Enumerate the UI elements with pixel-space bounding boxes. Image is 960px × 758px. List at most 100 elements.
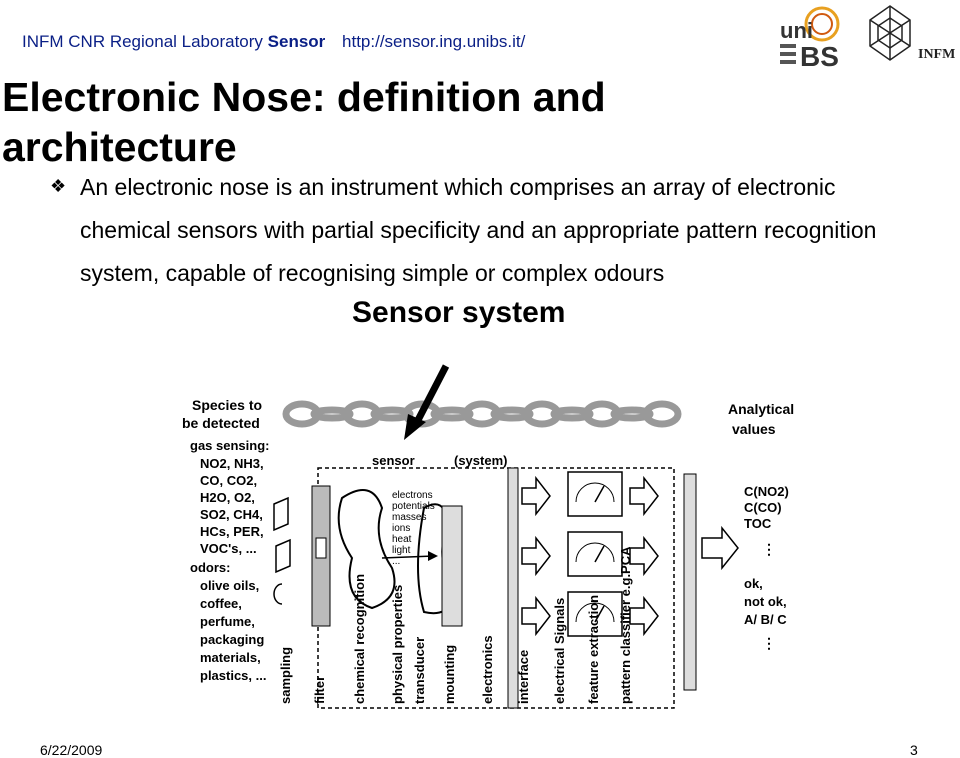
output-list: C(NO2)C(CO)TOC — [744, 484, 789, 531]
chain-link — [610, 406, 654, 422]
header-url[interactable]: http://sensor.ing.unibs.it/ — [342, 32, 526, 51]
output-item: C(CO) — [744, 500, 782, 515]
pointer-arrow — [404, 364, 450, 440]
classifier-bar — [683, 473, 697, 691]
chain-links — [282, 400, 682, 428]
bullet-diamond-icon: ❖ — [50, 176, 67, 196]
architecture-diagram: Species to be detected gas sensing: NO2,… — [182, 364, 794, 709]
sensor-label: sensor — [372, 453, 415, 468]
stage-label: physical properties — [390, 585, 405, 704]
stage-label: mounting — [442, 645, 457, 704]
header-lab-text: INFM CNR Regional Laboratory — [22, 32, 268, 51]
signal-arrow-icon — [629, 535, 659, 577]
chain-link — [490, 406, 534, 422]
meter-box — [567, 531, 623, 577]
dial-needle — [594, 545, 605, 563]
analytical-title-1: Analytical — [728, 401, 794, 417]
signal-item: potentials — [392, 501, 435, 512]
gas-item: H2O, O2, — [200, 490, 255, 505]
meter-box — [567, 471, 623, 517]
chain-link — [370, 406, 414, 422]
stage-label: sampling — [278, 647, 293, 704]
header-lab-strong: Sensor — [267, 32, 326, 51]
signal-item: light — [392, 545, 411, 556]
footer-date: 6/22/2009 — [40, 742, 103, 758]
dial-icon — [575, 482, 615, 503]
output-item: TOC — [744, 516, 772, 531]
stage-label: pattern classifier e.g.PCA — [618, 546, 633, 704]
dial-icon — [575, 542, 615, 563]
odor-item: plastics, ... — [200, 668, 266, 683]
output-list-2: ok, not ok, A/ B/ C — [744, 576, 787, 627]
odor-item: perfume, — [200, 614, 255, 629]
output-ellipsis-2: ⋮ — [762, 635, 776, 651]
chain-link — [550, 406, 594, 422]
gas-item: CO, CO2, — [200, 473, 257, 488]
odor-item: olive oils, — [200, 578, 259, 593]
slide-title: Electronic Nose: definition and architec… — [2, 74, 606, 170]
header-lab: INFM CNR Regional Laboratory Sensor http… — [22, 32, 525, 52]
unibs-logo-text-uni: uni — [780, 18, 813, 43]
gas-item: HCs, PER, — [200, 524, 264, 539]
signal-arrow-icon — [521, 535, 551, 577]
analytical-title-2: values — [732, 421, 776, 437]
signal-list: electronspotentialsmassesionsheatlight..… — [392, 490, 435, 567]
bullet-text: An electronic nose is an instrument whic… — [80, 174, 877, 286]
output-ellipsis: ⋮ — [762, 541, 776, 557]
output-item-2: not ok, — [744, 594, 787, 609]
meter-group — [521, 471, 659, 637]
odor-item: packaging — [200, 632, 264, 647]
electronics-bar — [507, 467, 519, 709]
signal-item: masses — [392, 512, 426, 523]
infm-logo: INFM — [869, 5, 955, 62]
stage-label: electronics — [480, 635, 495, 704]
footer-page-number: 3 — [910, 742, 918, 758]
infm-logo-text: INFM — [918, 47, 955, 62]
output-item-2: A/ B/ C — [744, 612, 787, 627]
signal-arrow-icon — [521, 475, 551, 517]
system-label: (system) — [454, 453, 507, 468]
stage-label: feature extraction — [586, 595, 601, 704]
stage-label: electrical Signals — [552, 598, 567, 704]
stage-label: interface — [516, 650, 531, 704]
dial-needle — [594, 605, 605, 623]
sampling-shapes — [273, 496, 291, 605]
signal-item: electrons — [392, 490, 433, 501]
chain-link — [430, 406, 474, 422]
output-arrow — [701, 525, 739, 571]
signal-item: ions — [392, 523, 410, 534]
species-title-2: be detected — [182, 415, 260, 431]
signal-item: ... — [392, 556, 400, 567]
gas-item: NO2, NH3, — [200, 456, 264, 471]
output-item-2: ok, — [744, 576, 763, 591]
dial-needle — [594, 485, 605, 503]
odor-list: olive oils, coffee, perfume, packaging mater… — [200, 578, 266, 683]
unibs-logo: uni BS — [780, 6, 840, 72]
chain-link — [642, 400, 682, 428]
gas-item: VOC's, ... — [200, 541, 257, 556]
stage-label: transducer — [412, 637, 427, 704]
chain-link — [310, 406, 354, 422]
stage-label: chemical recognition — [352, 574, 367, 704]
meter-box — [567, 591, 623, 637]
odors-label: odors: — [190, 560, 230, 575]
unibs-logo-text-bs: BS — [800, 41, 839, 72]
stage-labels: sampling filter chemical recognition physic… — [278, 546, 633, 704]
filter — [311, 485, 331, 627]
signal-arrow-icon — [629, 475, 659, 517]
signal-arrow-icon — [629, 595, 659, 637]
stage-label: filter — [312, 676, 327, 704]
gas-sensing-label: gas sensing: — [190, 438, 269, 453]
chemical-recognition-shape — [337, 489, 396, 610]
gas-list: NO2, NH3, CO, CO2, H2O, O2, SO2, CH4, HCs, P… — [200, 456, 264, 556]
dial-icon — [575, 602, 615, 623]
sensor-system-heading: Sensor system — [352, 296, 566, 329]
gas-item: SO2, CH4, — [200, 507, 263, 522]
odor-item: materials, — [200, 650, 261, 665]
signal-arrow-icon — [521, 595, 551, 637]
mounting-block — [441, 505, 463, 627]
output-item: C(NO2) — [744, 484, 789, 499]
odor-item: coffee, — [200, 596, 242, 611]
species-title-1: Species to — [192, 397, 262, 413]
signal-item: heat — [392, 534, 412, 545]
